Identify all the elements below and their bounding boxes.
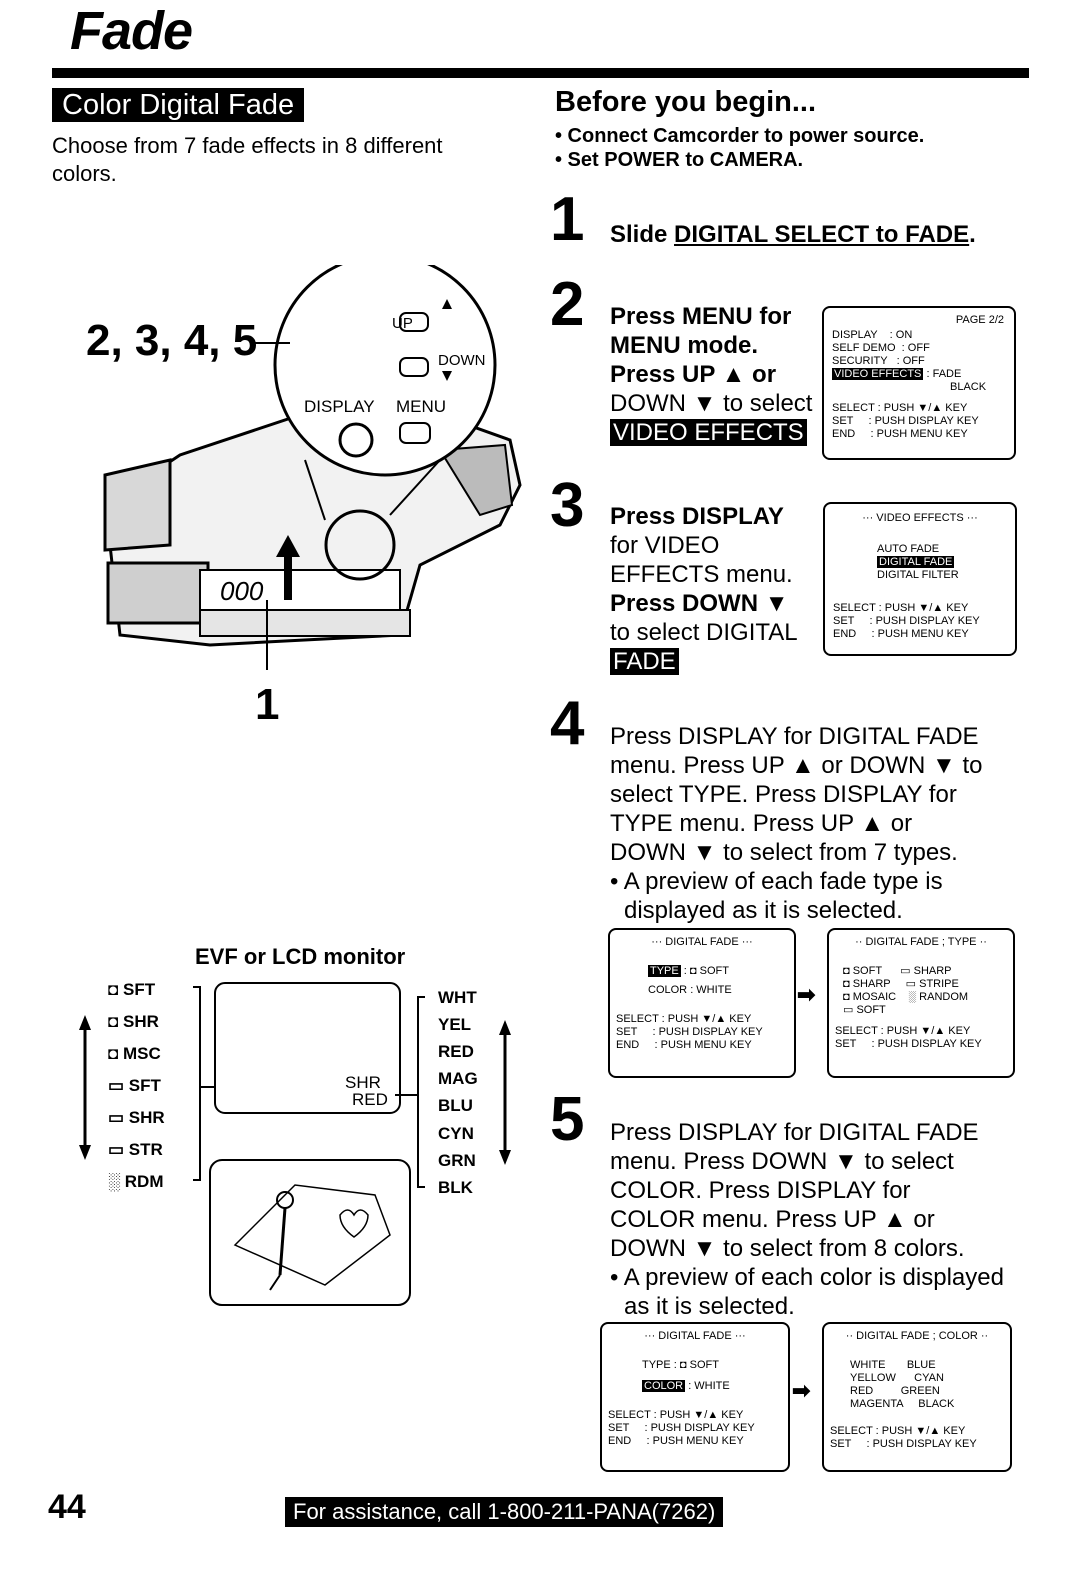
display-label: DISPLAY — [304, 397, 375, 416]
evf-screen-shr: SHR — [345, 1073, 381, 1092]
effect-icon: ◘ — [108, 1012, 123, 1031]
effect-item: ▭ STR — [108, 1140, 163, 1159]
color-item: BLU — [438, 1096, 473, 1115]
step-4-text: Press DISPLAY for DIGITAL FADE menu. Pre… — [610, 723, 983, 924]
color-item: WHT — [438, 988, 477, 1007]
evf-screen-red: RED — [352, 1090, 388, 1109]
step-number: 4 — [550, 689, 585, 758]
fade-type-screen-b: ·· DIGITAL FADE ; TYPE ·· ◘ SOFT ▭ SHARP… — [827, 928, 1015, 1078]
effect-icon: ░ — [108, 1172, 125, 1191]
fade-color-screen-a: ··· DIGITAL FADE ··· TYPE : ◘ SOFT COLOR… — [600, 1322, 790, 1472]
effect-icon: ◘ — [108, 1044, 123, 1063]
step-3-text: Press DISPLAY for VIDEO EFFECTS menu. Pr… — [610, 503, 798, 675]
title-rule — [52, 68, 1029, 78]
effect-icon: ▭ — [108, 1140, 129, 1159]
step-number: 3 — [550, 471, 585, 540]
section-heading: Color Digital Fade — [52, 88, 305, 122]
menu-screen: PAGE 2/2 DISPLAY : ON SELF DEMO : OFF SE… — [822, 306, 1016, 460]
before-bullet: • Set POWER to CAMERA. — [555, 149, 804, 171]
color-item: CYN — [438, 1124, 474, 1143]
effect-icon: ▭ — [108, 1108, 129, 1127]
color-item: RED — [438, 1042, 474, 1061]
step-1-text: Slide DIGITAL SELECT to FADE. — [610, 221, 976, 248]
down-label: DOWN — [438, 352, 486, 369]
effect-icon: ▭ — [108, 1076, 129, 1095]
effect-item: ░ RDM — [108, 1172, 164, 1191]
page-title: Fade — [70, 1, 193, 61]
up-label: UP — [392, 315, 413, 332]
effect-item: ◘ MSC — [108, 1044, 161, 1063]
color-item: MAG — [438, 1069, 478, 1088]
intro-text: Choose from 7 fade effects in 8 differen… — [52, 133, 443, 186]
fade-type-screen-a: ··· DIGITAL FADE ··· TYPE : ◘ SOFT COLOR… — [608, 928, 796, 1078]
camcorder-illustration: 000 — [103, 265, 522, 670]
step-2-text: Press MENU for MENU mode. Press UP ▲ or … — [610, 303, 813, 446]
effect-item: ▭ SHR — [108, 1108, 165, 1127]
color-item: GRN — [438, 1151, 476, 1170]
step-number: 1 — [550, 185, 585, 254]
effect-item: ◘ SHR — [108, 1012, 159, 1031]
step-number: 2 — [550, 270, 585, 339]
fade-color-screen-b: ·· DIGITAL FADE ; COLOR ·· WHITE BLUE YE… — [822, 1322, 1012, 1472]
before-bullet: • Connect Camcorder to power source. — [555, 125, 925, 147]
effect-item: ◘ SFT — [108, 980, 156, 999]
effect-item: ▭ SFT — [108, 1076, 161, 1095]
callout-step-1: 1 — [255, 680, 280, 729]
before-title: Before you begin... — [555, 86, 817, 118]
arrow-right-icon: ➡ — [792, 1378, 811, 1403]
callout-steps: 2, 3, 4, 5 — [86, 316, 258, 365]
effect-icon: ◘ — [108, 980, 123, 999]
menu-label: MENU — [396, 397, 447, 416]
step-5-text: Press DISPLAY for DIGITAL FADE menu. Pre… — [610, 1119, 1004, 1320]
assistance-banner: For assistance, call 1-800-211-PANA(7262… — [285, 1497, 724, 1527]
arrow-right-icon: ➡ — [797, 982, 816, 1007]
color-item: YEL — [438, 1015, 472, 1034]
page-number: 44 — [48, 1488, 86, 1526]
evf-diagram — [79, 982, 511, 1306]
color-item: BLK — [438, 1178, 473, 1197]
evf-label: EVF or LCD monitor — [195, 944, 406, 969]
step-number: 5 — [550, 1085, 585, 1154]
video-effects-screen: ··· VIDEO EFFECTS ··· AUTO FADE DIGITAL … — [823, 502, 1017, 656]
svg-text:000: 000 — [220, 576, 264, 606]
